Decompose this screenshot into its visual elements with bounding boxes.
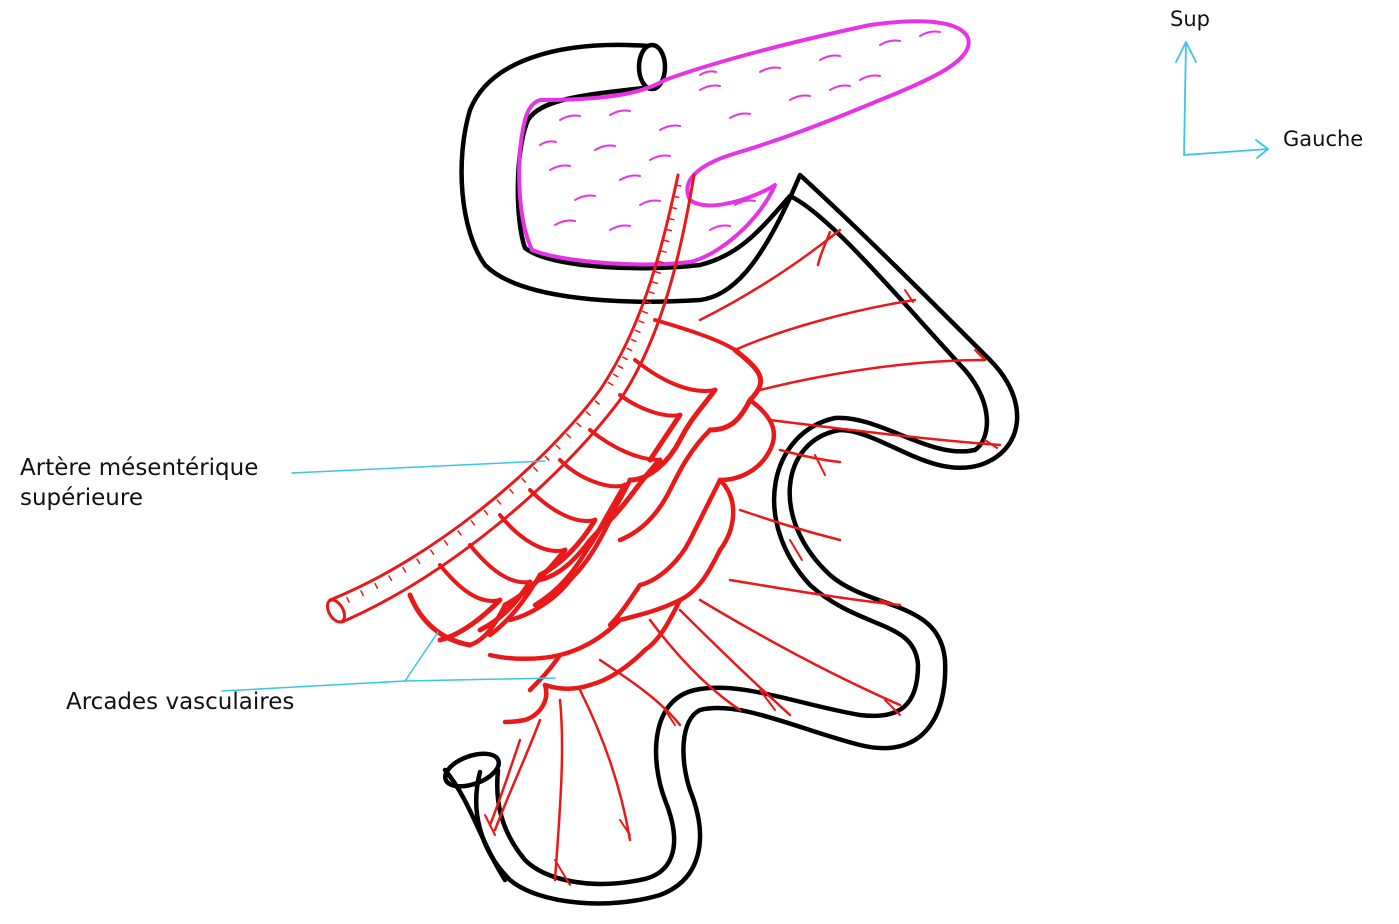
sma-tick	[510, 489, 513, 493]
sma-tick	[669, 219, 674, 220]
sma-tick	[471, 521, 474, 525]
sma-tick	[664, 240, 669, 241]
sma-tick	[403, 568, 406, 572]
sma-tick	[609, 382, 613, 385]
label-vascular-arcades: Arcades vasculaires	[66, 688, 294, 718]
sma-tick	[458, 531, 461, 535]
label-orientation-up: Sup	[1170, 6, 1210, 33]
sma-tick	[431, 550, 434, 554]
sma-tick	[445, 541, 448, 545]
sma-tick	[545, 456, 549, 460]
sma-tick	[417, 559, 420, 563]
label-orientation-right: Gauche	[1283, 126, 1363, 153]
sma-tick	[618, 366, 622, 368]
sma-tick	[661, 251, 666, 252]
pancreas	[519, 21, 969, 264]
orientation-axes	[1176, 42, 1268, 158]
sma-tick	[497, 500, 500, 504]
label-sma-line2: supérieure	[20, 484, 258, 514]
pancreas-outline	[519, 21, 969, 264]
sma-tick	[653, 282, 658, 283]
small-intestine	[441, 45, 1017, 903]
sma-tick	[347, 598, 349, 603]
sma-cut-end	[324, 597, 348, 625]
sma-tick	[389, 576, 391, 580]
leader-sma	[292, 461, 545, 473]
sma-tick	[484, 511, 487, 515]
sma-tick	[676, 185, 681, 186]
sma-tick	[556, 445, 560, 448]
axis-right-icon	[1184, 140, 1268, 158]
sma-tick	[595, 401, 599, 404]
sma-tick	[656, 272, 661, 273]
superior-mesenteric-artery	[324, 175, 694, 625]
sma-tick	[643, 311, 648, 313]
sma-wall-right	[342, 175, 694, 622]
label-superior-mesenteric-artery: Artère mésentérique supérieure	[20, 454, 258, 514]
label-sma-line1: Artère mésentérique	[20, 454, 258, 484]
sma-tick	[375, 584, 377, 588]
sma-tick	[649, 292, 654, 294]
sma-tick	[674, 196, 679, 197]
sma-tick	[614, 374, 618, 377]
sma-tick	[671, 208, 676, 209]
intestine-distal-cut	[441, 747, 503, 792]
sma-tick	[522, 478, 525, 482]
sma-tick	[567, 434, 571, 437]
sma-tick	[534, 467, 537, 471]
sma-tick	[627, 348, 632, 350]
sma-tick	[666, 230, 671, 231]
leader-arcades-branch	[405, 632, 438, 681]
axis-up-icon	[1176, 42, 1196, 155]
sma-tick	[586, 412, 590, 415]
intestine-inner-wall	[497, 88, 987, 884]
sma-ticks	[347, 185, 681, 602]
sma-tick	[577, 423, 581, 426]
sma-tick	[361, 591, 363, 595]
intestine-outer-wall	[462, 45, 1018, 903]
sma-tick	[623, 357, 627, 359]
sma-tick	[639, 321, 644, 323]
sma-tick	[635, 330, 640, 332]
sma-tick	[631, 339, 636, 341]
